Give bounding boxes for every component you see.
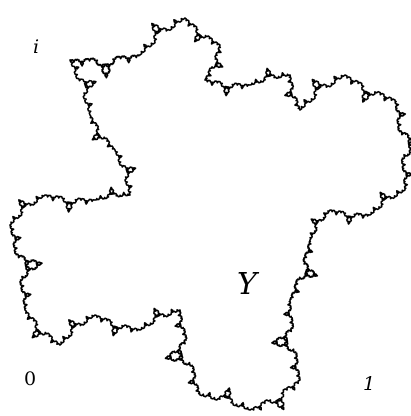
corner-label-0: 0 — [24, 368, 37, 390]
corner-label-1: 1 — [363, 373, 376, 395]
fractal-boundary-curve — [9, 17, 411, 411]
corner-label-i: i — [33, 36, 40, 58]
region-label-y: Y — [237, 267, 257, 302]
